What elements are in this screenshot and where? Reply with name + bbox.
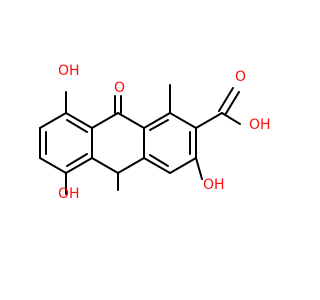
bond-right-ring-1 — [143, 112, 171, 129]
bond-carboxyl-double-2 — [224, 91, 240, 116]
molecule-structure: O OH OH OH O OH — [39, 63, 271, 202]
bond-center-4 — [117, 157, 145, 174]
bond-right-ring-2 — [169, 112, 197, 129]
bond-left-ring-4 — [65, 157, 93, 174]
bond-right-ring-double-1 — [149, 119, 169, 131]
bond-left-ring-3 — [39, 157, 67, 174]
top-left-hydroxyl-label: OH — [58, 63, 80, 79]
bond-carboxyl-double-1 — [218, 87, 234, 112]
bottom-left-hydroxyl-label: OH — [58, 186, 80, 202]
bond-left-ring-1 — [39, 112, 67, 129]
bond-center-5 — [91, 157, 119, 174]
bond-right-ring-5 — [143, 157, 171, 174]
bond-right-ring-4 — [169, 157, 197, 174]
bond-left-ring-6 — [65, 112, 93, 129]
bond-right-oh — [195, 157, 203, 180]
bond-carboxyl-carbon — [195, 112, 223, 129]
carboxyl-hydroxyl-label: OH — [249, 117, 271, 133]
bond-carboxyl-oh — [221, 112, 241, 125]
bond-right-ring-double-3 — [149, 154, 169, 167]
ketone-oxygen-label: O — [114, 80, 125, 96]
molecule-diagram: O OH OH OH O OH — [39, 63, 271, 202]
carboxyl-oxygen-label: O — [235, 69, 246, 85]
bond-left-ring-double-3 — [66, 119, 88, 133]
bond-center-2 — [117, 112, 145, 129]
right-hydroxyl-label: OH — [203, 177, 225, 193]
bond-center-1 — [91, 112, 119, 129]
bond-left-ring-double-2 — [66, 153, 88, 167]
